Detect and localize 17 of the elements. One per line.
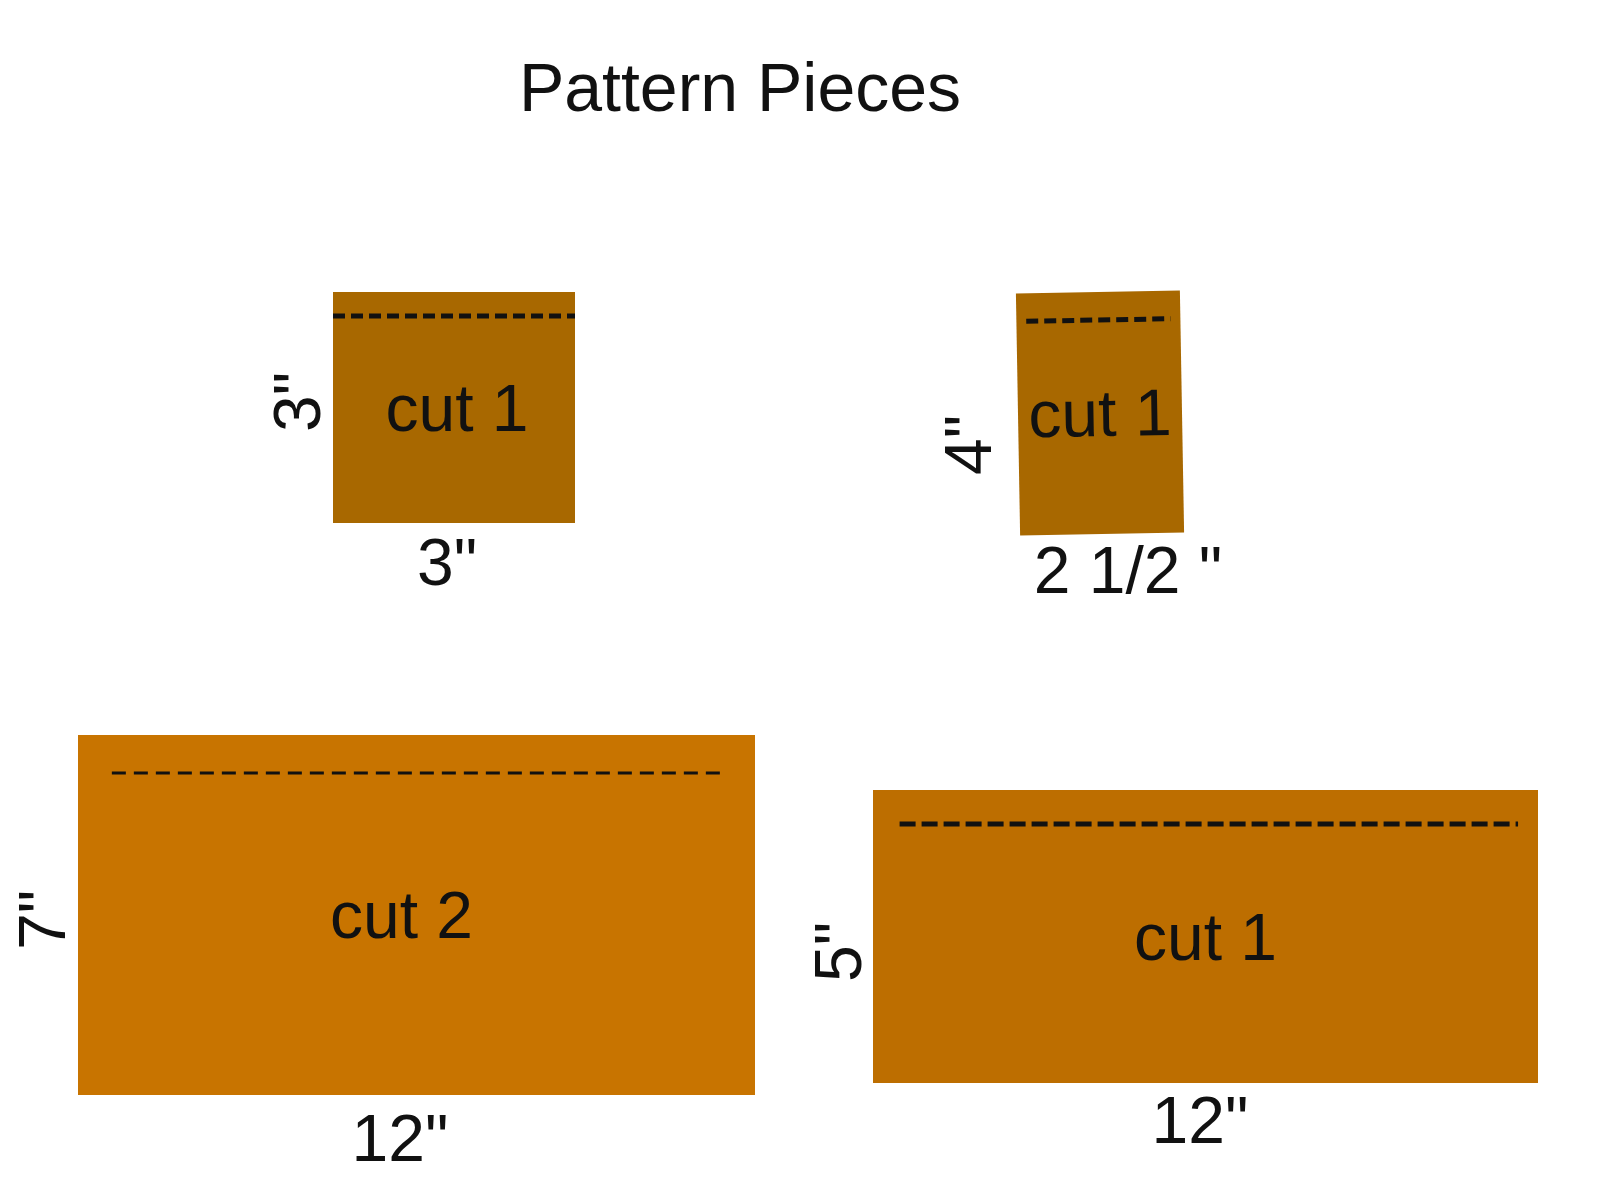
piece-label: cut 1: [1133, 898, 1278, 975]
dimension-label: 5": [805, 921, 871, 983]
diagram-title: Pattern Pieces: [518, 48, 962, 126]
dimension-label: 12": [351, 1105, 449, 1171]
piece-label: cut 1: [385, 369, 529, 446]
dimension-label: 2 1/2 ": [1033, 537, 1223, 603]
pattern-piece: [78, 735, 755, 1095]
dimension-label: 3": [416, 529, 478, 595]
dimension-label: 3": [264, 371, 330, 433]
pattern-piece: [873, 790, 1538, 1083]
piece-label: cut 1: [1027, 373, 1173, 453]
dimension-label: 12": [1151, 1087, 1249, 1153]
piece-label: cut 2: [329, 877, 474, 953]
pattern-piece: [333, 292, 575, 523]
dimension-label: 4": [935, 414, 1001, 476]
dimension-label: 7": [9, 889, 75, 951]
pattern-piece: [1015, 290, 1185, 536]
